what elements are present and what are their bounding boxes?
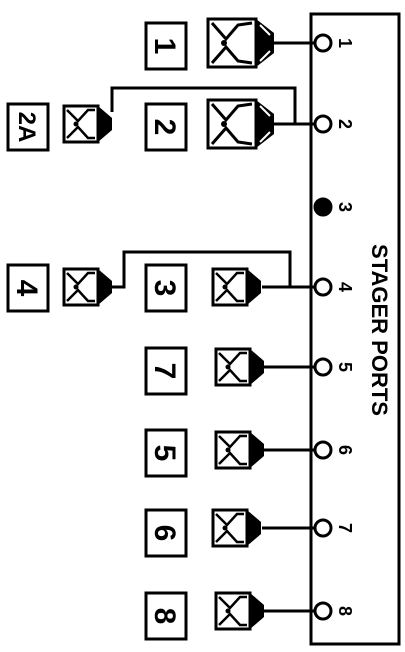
connector-icon	[214, 430, 266, 470]
connector-icon	[62, 104, 114, 144]
svg-text:1: 1	[335, 38, 355, 48]
connector-icon	[214, 591, 266, 631]
connector-icon	[211, 508, 263, 548]
svg-text:8: 8	[148, 608, 181, 625]
svg-text:4: 4	[10, 280, 43, 297]
connector-icon	[206, 98, 276, 150]
svg-text:3: 3	[148, 280, 181, 297]
wires	[110, 41, 315, 613]
panel-title: STAGER PORTS	[367, 244, 392, 416]
port-3[interactable]: 3	[313, 197, 355, 217]
box-1: 1	[144, 21, 188, 71]
box-6: 6	[144, 508, 188, 558]
svg-text:6: 6	[335, 445, 355, 455]
box-4: 4	[6, 263, 50, 313]
svg-text:6: 6	[148, 525, 181, 542]
box-8: 8	[144, 591, 188, 641]
svg-text:7: 7	[335, 523, 355, 533]
connector-icon	[211, 267, 263, 307]
svg-text:4: 4	[335, 282, 355, 292]
svg-text:2A: 2A	[13, 112, 40, 143]
connector-icon	[206, 17, 276, 69]
box-7: 7	[144, 346, 188, 396]
svg-text:8: 8	[335, 606, 355, 616]
svg-text:5: 5	[335, 362, 355, 372]
svg-text:3: 3	[335, 202, 355, 212]
svg-text:1: 1	[148, 38, 181, 55]
connector-icon	[62, 267, 114, 307]
box-2: 2	[144, 102, 188, 152]
svg-text:7: 7	[148, 363, 181, 380]
box-3: 3	[144, 263, 188, 313]
svg-text:2: 2	[335, 119, 355, 129]
box-2a: 2A	[6, 102, 50, 152]
connector-icon	[214, 347, 266, 387]
box-5: 5	[144, 428, 188, 478]
svg-text:5: 5	[148, 445, 181, 462]
svg-text:2: 2	[148, 119, 181, 136]
